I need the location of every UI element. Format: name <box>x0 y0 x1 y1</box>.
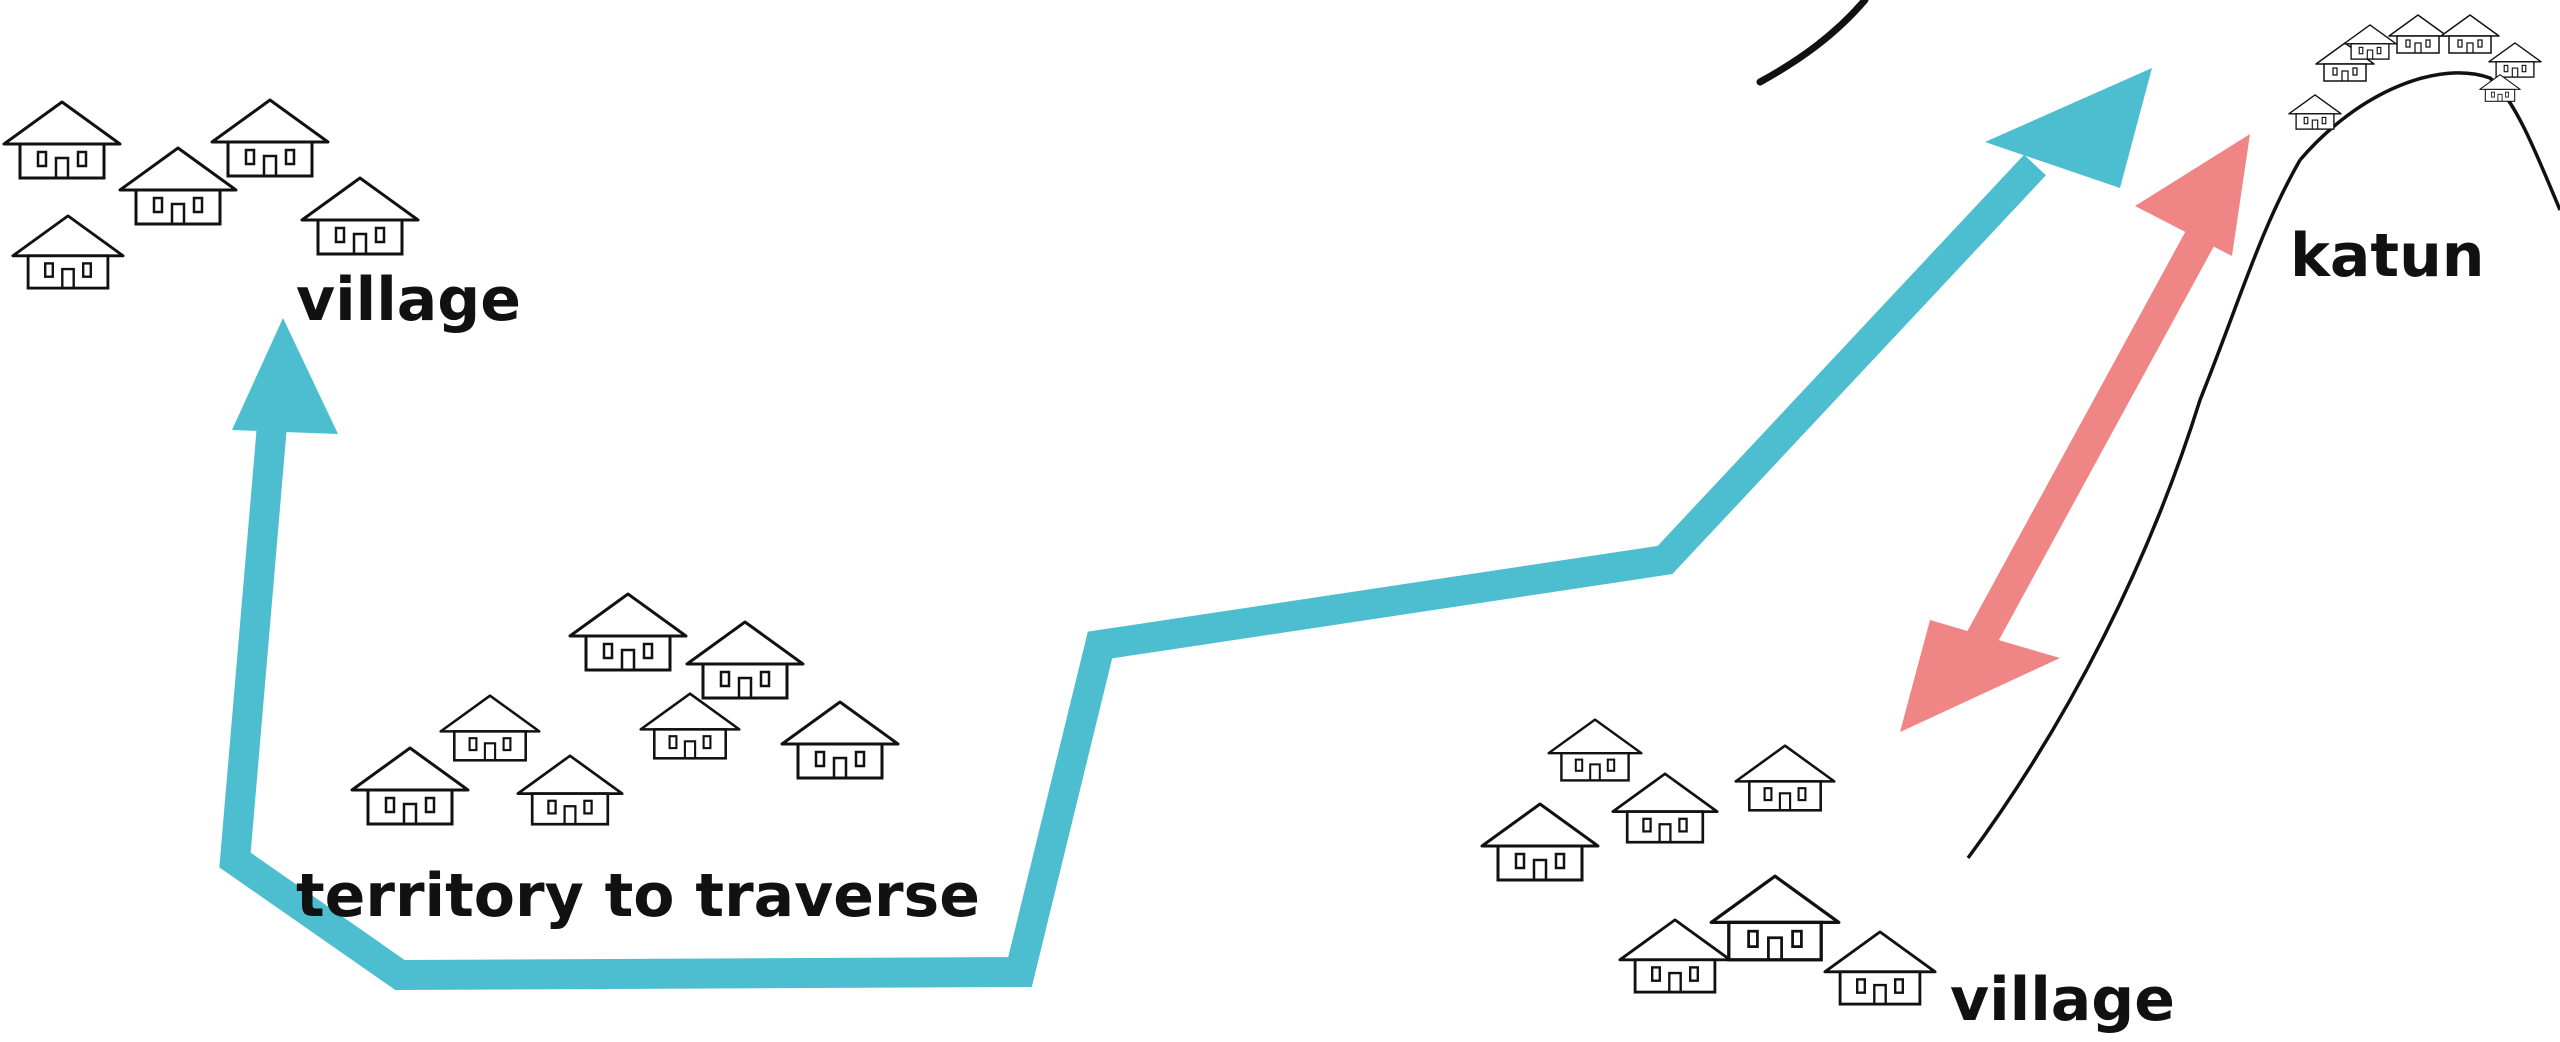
house-icon <box>352 748 468 824</box>
house-icon <box>1736 746 1835 811</box>
house-icon <box>1549 720 1642 781</box>
house-icon <box>1613 774 1717 842</box>
transhumance-double-arrow <box>1900 134 2250 732</box>
village-cluster-katun <box>2289 15 2541 129</box>
house-icon <box>782 702 898 778</box>
label-territory-to-traverse: territory to traverse <box>296 866 980 926</box>
house-icon <box>2344 25 2396 59</box>
label-village-top-left: village <box>296 270 521 330</box>
village-cluster-territory <box>352 594 898 824</box>
house-icon <box>13 216 123 288</box>
house-icon <box>1620 920 1730 992</box>
house-icon <box>212 100 328 176</box>
house-icon <box>687 622 803 698</box>
house-icon <box>2441 15 2499 53</box>
village-cluster-top-left <box>4 100 418 288</box>
house-icon <box>302 178 418 254</box>
label-katun: katun <box>2290 226 2485 286</box>
house-icon <box>2480 75 2521 102</box>
house-icon <box>2389 15 2447 53</box>
mountain-slope-left <box>1968 160 2300 858</box>
house-icon <box>641 694 740 759</box>
house-icon <box>441 696 540 761</box>
house-icon <box>1825 932 1935 1004</box>
house-icon <box>4 102 120 178</box>
transhumance-arrow-shaft <box>1978 220 2210 645</box>
house-icon <box>2289 95 2341 129</box>
house-icon <box>1711 876 1839 960</box>
transhumance-arrowhead-down <box>1900 620 2060 732</box>
route-arrow <box>232 68 2152 975</box>
route-arrowhead-up <box>232 318 338 434</box>
label-village-bottom-right: village <box>1950 970 2175 1030</box>
village-cluster-bottom-right <box>1482 720 1935 1005</box>
ink-stroke <box>1760 0 1865 82</box>
mountain-icon <box>2300 73 2560 210</box>
house-icon <box>120 148 236 224</box>
house-icon <box>1482 804 1598 880</box>
house-icon <box>2489 43 2541 77</box>
house-icon <box>570 594 686 670</box>
house-icon <box>518 756 622 824</box>
